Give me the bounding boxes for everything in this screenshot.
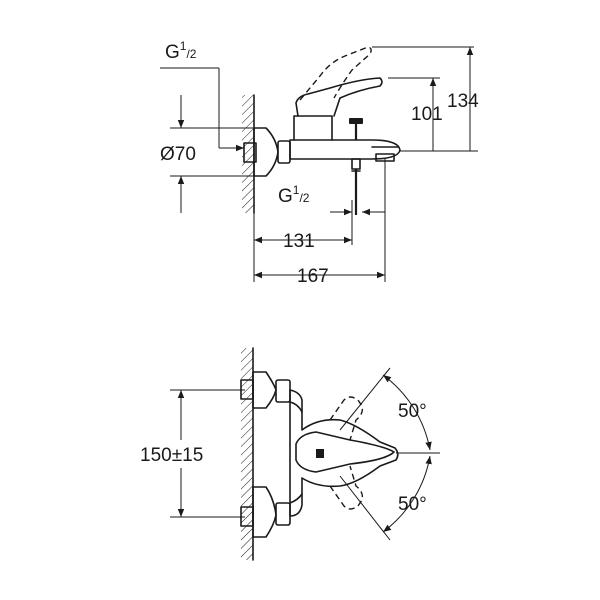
dim-centers <box>170 389 245 518</box>
lever-front <box>295 431 395 473</box>
wall-rosette <box>253 127 279 177</box>
lever-alt-upper <box>329 396 364 441</box>
dim-lines-top <box>160 46 478 282</box>
wall-connector-right <box>277 140 291 164</box>
lever-logo <box>316 449 324 458</box>
front-view: 150±15 50° 50° <box>140 347 440 561</box>
cartridge-housing <box>293 115 333 141</box>
side-view: G1/2 Ø70 101 134 G1/2 131 167 <box>160 39 479 287</box>
angle-bottom-label: 50° <box>398 494 427 515</box>
lever-alt-position <box>299 46 372 101</box>
angle-top-label: 50° <box>398 401 427 422</box>
dim-diameter-label: Ø70 <box>160 144 196 165</box>
diverter-knob <box>349 118 363 140</box>
lever-alt-lower <box>329 465 364 510</box>
dim-167-label: 167 <box>297 266 329 287</box>
thread-label-bottom: G1/2 <box>278 183 310 207</box>
mixer-body-front <box>289 389 399 517</box>
dim-131-label: 131 <box>283 231 315 252</box>
thread-label-top: G1/2 <box>165 39 197 63</box>
wall-connector-left <box>243 142 257 163</box>
lever-handle <box>295 77 383 117</box>
angle-construction <box>339 367 440 541</box>
mixer-body <box>289 139 401 160</box>
dim-centers-label: 150±15 <box>140 445 203 466</box>
dim-134-label: 134 <box>447 91 479 112</box>
shower-outlet <box>351 158 361 215</box>
dim-101-label: 101 <box>411 104 443 125</box>
